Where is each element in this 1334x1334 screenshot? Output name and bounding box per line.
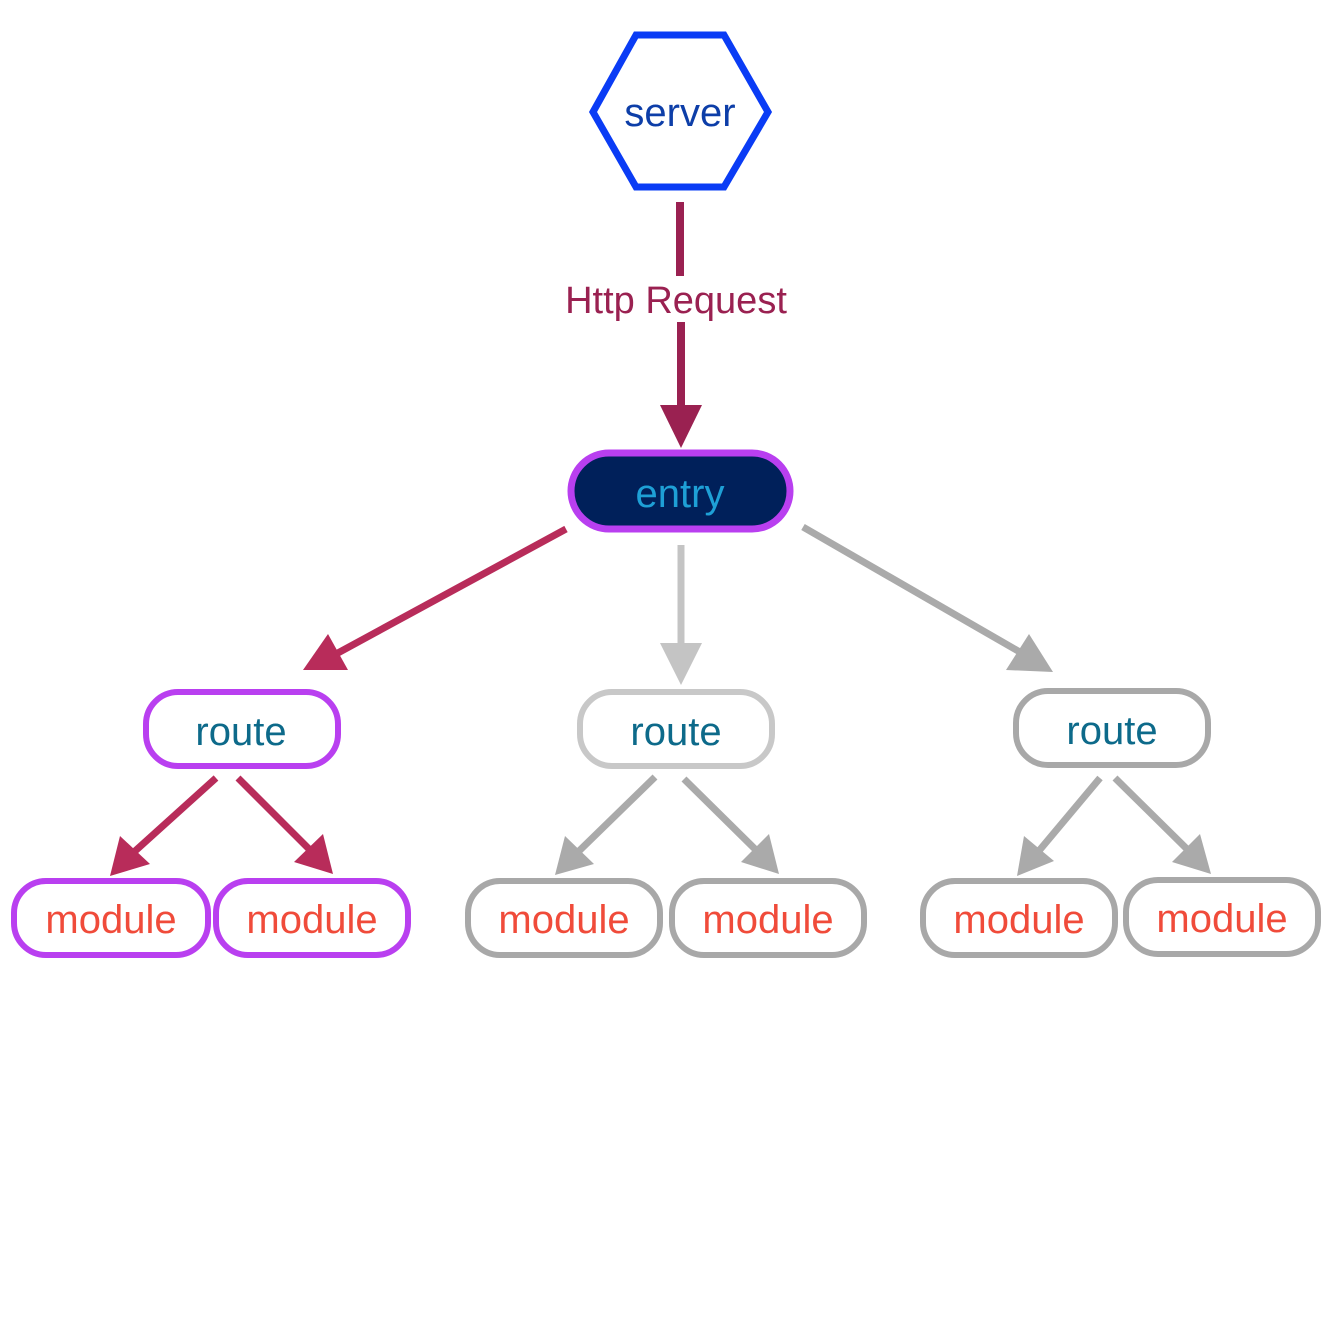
node-route-1: route: [143, 689, 341, 769]
module-box: [465, 878, 663, 958]
entry-label: entry: [636, 472, 725, 516]
server-label: server: [624, 91, 735, 135]
route-3-box: [1013, 688, 1211, 768]
module-box: [669, 878, 867, 958]
edge-entry-route-1: [334, 525, 568, 658]
module-box: [213, 878, 411, 958]
edge-server-entry-arrowhead: [660, 405, 702, 448]
node-route-2: route: [577, 689, 775, 769]
server-hexagon: [588, 31, 773, 191]
edge-entry-route-3-arrowhead: [1006, 634, 1053, 672]
node-entry: entry: [567, 449, 794, 533]
edge-route-3-module-2: [1112, 775, 1193, 855]
module-label: module: [1156, 897, 1287, 941]
edge-route-3-module-1: [1035, 775, 1103, 855]
module-box: [1123, 877, 1321, 957]
node-route-2-module-1: module: [465, 878, 663, 958]
edge-entry-route-2-arrowhead: [660, 643, 702, 685]
node-route-2-module-2: module: [669, 878, 867, 958]
node-route-3: route: [1013, 688, 1211, 768]
route-1-box: [143, 689, 341, 769]
route-2-box: [577, 689, 775, 769]
edge-route-1-module-1: [131, 775, 219, 855]
module-label: module: [246, 898, 377, 942]
module-label: module: [498, 898, 629, 942]
module-label: module: [45, 898, 176, 942]
edge-entry-route-3: [801, 523, 1027, 659]
edge-route-2-module-2-arrowhead: [741, 834, 779, 874]
route-2-label: route: [630, 710, 721, 754]
edge-route-2-module-1-arrowhead: [555, 836, 594, 875]
edge-route-1-module-2-arrowhead: [294, 834, 333, 874]
edge-route-1-module-2: [235, 775, 315, 855]
node-route-3-module-1: module: [920, 878, 1118, 958]
route-1-label: route: [195, 710, 286, 754]
module-box: [11, 878, 211, 958]
node-server: server: [588, 31, 773, 191]
edge-route-2-module-1: [575, 774, 658, 855]
module-label: module: [702, 898, 833, 942]
route-3-label: route: [1066, 709, 1157, 753]
module-box: [920, 878, 1118, 958]
entry-box: [567, 449, 794, 533]
node-route-1-module-1: module: [11, 878, 211, 958]
edges: Http Request: [110, 202, 1211, 876]
edge-label-http-request: Http Request: [565, 280, 787, 322]
node-route-3-module-2: module: [1123, 877, 1321, 957]
edge-entry-route-1-arrowhead: [303, 634, 348, 670]
edge-route-3-module-2-arrowhead: [1172, 834, 1211, 874]
edge-route-2-module-2: [681, 776, 761, 855]
edge-route-1-module-1-arrowhead: [110, 836, 150, 876]
module-label: module: [953, 898, 1084, 942]
edge-route-3-module-1-arrowhead: [1017, 836, 1054, 876]
node-route-1-module-2: module: [213, 878, 411, 958]
